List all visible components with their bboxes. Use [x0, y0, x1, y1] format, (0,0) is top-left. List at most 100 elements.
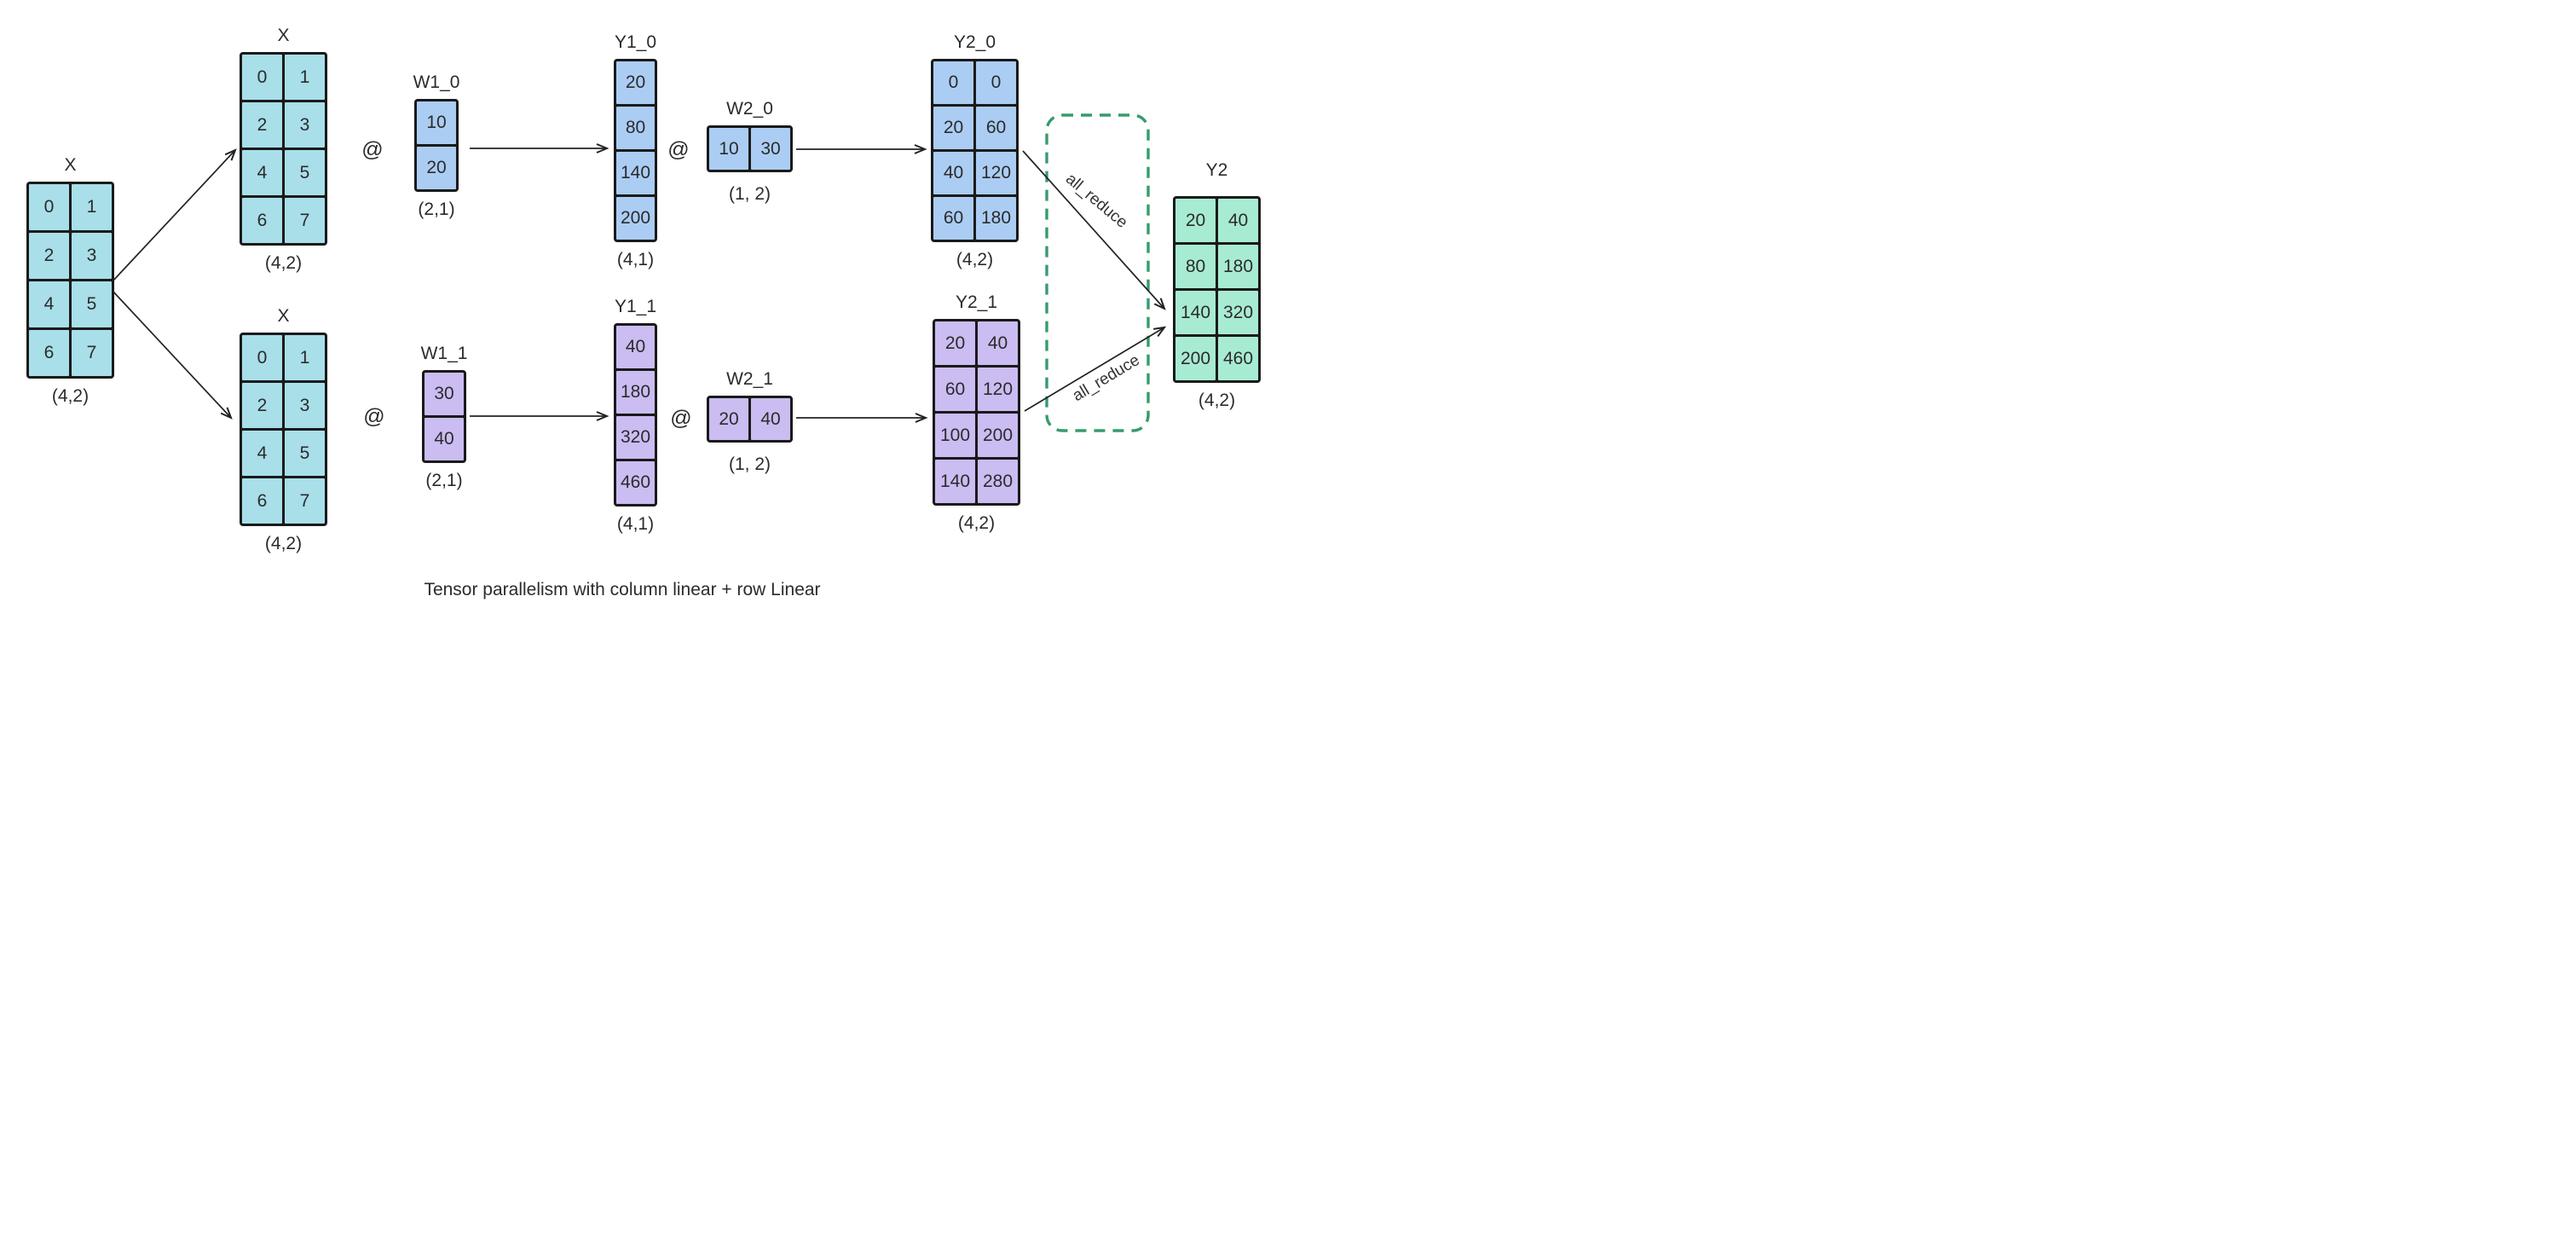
matrix-cell: 0: [933, 61, 973, 104]
matrix-cell: 120: [978, 368, 1018, 411]
matrix-cell: 20: [935, 321, 975, 365]
matrix-cell: 40: [1218, 199, 1258, 242]
matrix-cell: 20: [1175, 199, 1216, 242]
matrix-cell: 1: [285, 335, 325, 380]
matrix-title: X: [277, 26, 290, 45]
matrix-cell: 460: [1218, 337, 1258, 380]
matrix-cell: 280: [978, 460, 1018, 503]
matmul-operator-top-2: @: [667, 137, 690, 162]
matrix-cell: 0: [242, 55, 282, 100]
matrix-cell: 40: [933, 152, 973, 194]
matrix-cell: 5: [72, 281, 112, 327]
matrix-shape-label: (1, 2): [728, 454, 771, 474]
matrix-cell: 60: [933, 197, 973, 240]
matrix-cell: 140: [935, 460, 975, 503]
matrix-cell: 40: [978, 321, 1018, 365]
matrix-cell: 320: [1218, 291, 1258, 334]
matrix-cell: 1: [285, 55, 325, 100]
matrix-cell: 2: [242, 383, 282, 428]
matrix-cell: 60: [976, 107, 1016, 149]
matrix-shape-label: (4,1): [616, 514, 655, 534]
matrix-cell: 320: [616, 416, 655, 459]
matrix-cell: 80: [616, 107, 655, 149]
matrix-title: X: [277, 306, 290, 326]
matrix-title: Y1_0: [614, 32, 657, 52]
matrix-cell: 4: [242, 431, 282, 476]
matrix-cell: 7: [72, 330, 112, 376]
all-reduce-label-bottom: all_reduce: [1069, 350, 1143, 406]
matrix-title: W2_0: [726, 99, 773, 119]
matrix-title: Y2_0: [953, 32, 996, 52]
matrix-cell: 5: [285, 150, 325, 195]
matrix-cell: 180: [616, 371, 655, 414]
matrix-cell: 7: [285, 478, 325, 524]
matrix-cell: 10: [709, 128, 748, 170]
matrix-cell: 40: [751, 398, 790, 440]
matrix-cell: 120: [976, 152, 1016, 194]
matrix-cell: 4: [242, 150, 282, 195]
matrix-cell: 100: [935, 414, 975, 457]
matrix-shape-label: (4,2): [264, 534, 303, 553]
matrix-cell: 6: [242, 198, 282, 243]
matrix-cell: 30: [425, 373, 464, 415]
matrix-shape-label: (4,2): [264, 253, 303, 273]
matrix-shape-label: (4,2): [957, 513, 996, 533]
matrix-cell: 10: [417, 101, 456, 144]
matrix-cell: 30: [751, 128, 790, 170]
matmul-operator-bottom-1: @: [363, 404, 385, 429]
matrix-cell: 460: [616, 461, 655, 504]
matrix-cell: 0: [242, 335, 282, 380]
matrix-cell: 2: [242, 102, 282, 148]
matrix-cell: 0: [976, 61, 1016, 104]
matrix-cell: 2: [29, 233, 69, 279]
matrix-cell: 180: [1218, 245, 1258, 288]
matrix-cell: 200: [616, 197, 655, 240]
matrix-cell: 20: [933, 107, 973, 149]
matrix-title: W1_0: [413, 72, 460, 92]
matrix-cell: 200: [1175, 337, 1216, 380]
arrow-all-reduce-bottom: [1024, 326, 1167, 412]
matrix-cell: 7: [285, 198, 325, 243]
matrix-cell: 180: [976, 197, 1016, 240]
matrix-shape-label: (4,2): [1198, 391, 1236, 410]
matrix-cell: 5: [285, 431, 325, 476]
matrix-cell: 20: [417, 147, 456, 189]
matrix-cell: 60: [935, 368, 975, 411]
matrix-title: W1_1: [420, 344, 468, 363]
matrix-title: Y1_1: [614, 297, 657, 316]
matrix-shape-label: (4,2): [51, 386, 90, 406]
matrix-cell: 40: [425, 418, 464, 460]
diagram-caption: Tensor parallelism with column linear + …: [424, 580, 821, 599]
matrix-shape-label: (4,1): [616, 250, 655, 269]
matrix-cell: 140: [616, 152, 655, 194]
matrix-title: Y2: [1205, 160, 1228, 180]
arrow-all-reduce-top: [1022, 150, 1166, 310]
matrix-title: X: [64, 155, 77, 175]
matrix-cell: 20: [709, 398, 748, 440]
matrix-title: W2_1: [726, 369, 773, 389]
matrix-cell: 140: [1175, 291, 1216, 334]
matmul-operator-bottom-2: @: [670, 406, 692, 431]
matrix-cell: 6: [29, 330, 69, 376]
diagram-canvas: @ @ @ @ all_reduce all_reduce Tensor par…: [0, 0, 1288, 616]
